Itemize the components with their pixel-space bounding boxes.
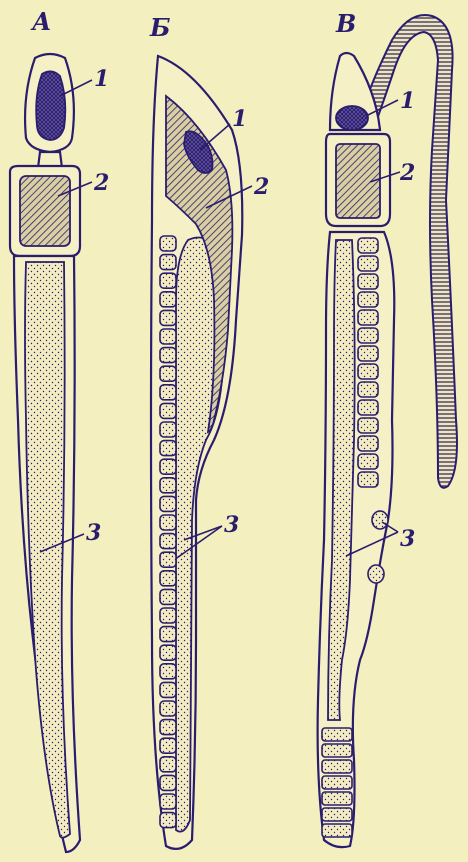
panel-v-cell	[358, 292, 378, 307]
panel-v-cell	[358, 238, 378, 253]
panel-v-organelle-1	[336, 106, 368, 130]
panel-v-cell	[358, 346, 378, 361]
panel-a-label-3: 3	[86, 520, 101, 546]
panel-b-cell	[160, 422, 176, 437]
panel-b-cell	[160, 329, 176, 344]
panel-v-cell	[358, 256, 378, 271]
panel-v-tail-segment	[322, 744, 352, 757]
panel-b-cell	[160, 608, 176, 623]
panel-b-cell	[160, 589, 176, 604]
panel-b-cell	[160, 496, 176, 511]
panel-b-cell	[160, 757, 176, 772]
panel-b-cell	[160, 310, 176, 325]
panel-b-letter: Б	[149, 13, 171, 42]
panel-v-cell	[358, 418, 378, 433]
panel-b-cell	[160, 682, 176, 697]
panel-v-label-2: 2	[399, 160, 415, 186]
panel-b-label-1: 1	[232, 106, 247, 132]
panel-v-tail-segments	[322, 728, 352, 837]
panel-b-cell	[160, 403, 176, 418]
panel-b-cell	[160, 348, 176, 363]
panel-v-tail-segment	[322, 824, 352, 837]
panel-v-cell	[358, 400, 378, 415]
panel-v-cell	[358, 382, 378, 397]
panel-v-bud-lower	[368, 565, 384, 583]
panel-b-cell	[160, 571, 176, 586]
panel-v-label-3: 3	[400, 526, 415, 552]
panel-b-cell	[160, 552, 176, 567]
panel-b-cell	[160, 813, 176, 828]
panel-b-cell	[160, 738, 176, 753]
panel-b-cell	[160, 441, 176, 456]
panel-v-bud-upper	[372, 511, 388, 529]
panel-v-label-1: 1	[400, 88, 415, 114]
panel-v-tail-segment	[322, 760, 352, 773]
panel-v-tail-segment	[322, 808, 352, 821]
panel-a-letter: А	[30, 7, 52, 36]
panel-v-tail-segment	[322, 728, 352, 741]
panel-b-cell	[160, 775, 176, 790]
panel-b-cell	[160, 273, 176, 288]
panel-v-cell	[358, 310, 378, 325]
panel-b-cell	[160, 236, 176, 251]
panel-v: В	[318, 9, 457, 847]
panel-v-cell	[358, 328, 378, 343]
panel-a: А 1 2 3	[10, 7, 109, 852]
panel-v-cell	[358, 472, 378, 487]
panel-a-organelle-3	[25, 262, 70, 838]
panel-b-label-3: 3	[224, 512, 239, 538]
panel-b-cell	[160, 255, 176, 270]
panel-b-cell	[160, 794, 176, 809]
panel-a-label-2: 2	[93, 170, 109, 196]
panel-v-cell	[358, 436, 378, 451]
panel-a-organelle-1	[36, 71, 65, 140]
panel-b-cell	[160, 701, 176, 716]
panel-b-cell	[160, 478, 176, 493]
panel-b-cell	[160, 292, 176, 307]
panel-v-cell	[358, 364, 378, 379]
panel-b-cell	[160, 459, 176, 474]
panel-v-cell	[358, 274, 378, 289]
panel-b-cell	[160, 627, 176, 642]
panel-b-cell	[160, 720, 176, 735]
panel-a-label-1: 1	[94, 66, 109, 92]
panel-v-letter: В	[335, 9, 356, 38]
panel-b-cell	[160, 366, 176, 381]
panel-a-organelle-2	[20, 176, 70, 246]
panel-v-tail-segment	[322, 776, 352, 789]
panel-b-cell	[160, 515, 176, 530]
panel-b-cell	[160, 385, 176, 400]
panel-v-cell	[358, 454, 378, 469]
panel-b-label-2: 2	[253, 174, 269, 200]
panel-b-cell	[160, 534, 176, 549]
panel-b-cell	[160, 645, 176, 660]
panel-v-tail-segment	[322, 792, 352, 805]
panel-b-cell	[160, 664, 176, 679]
